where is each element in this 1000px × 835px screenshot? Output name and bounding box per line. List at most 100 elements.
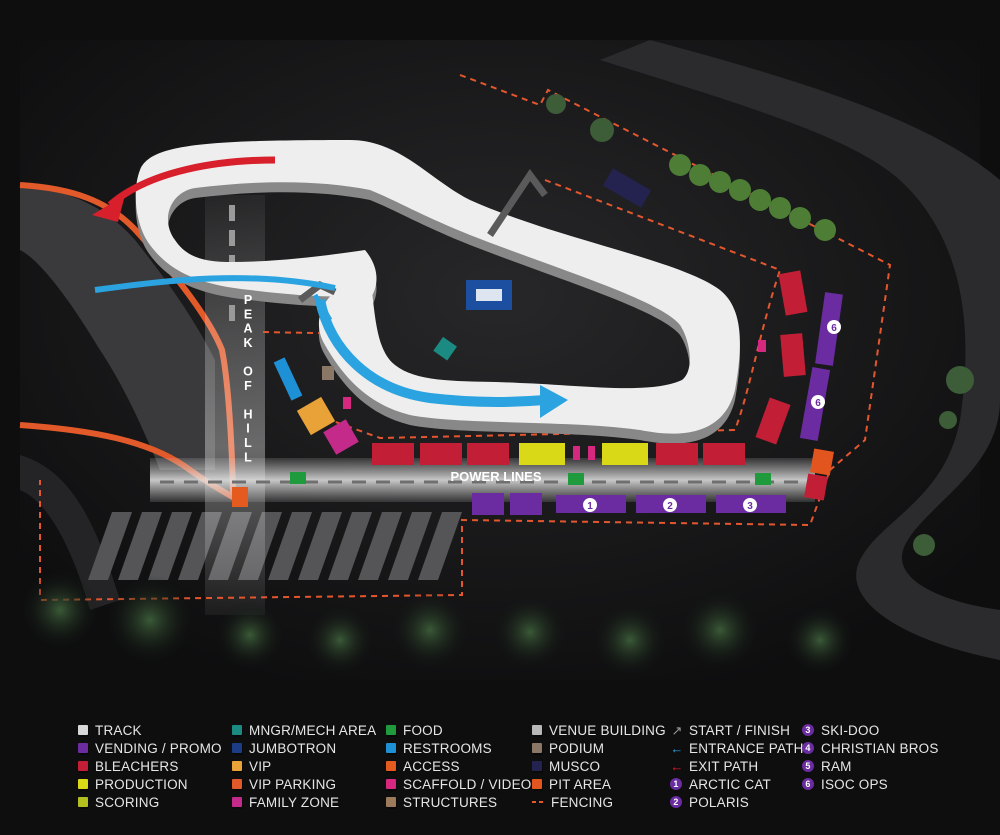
jumbotron-logo [476,289,502,301]
legend-label: VENUE BUILDING [549,722,666,738]
start-finish-icon: ↗ [671,722,683,738]
legend-swatch-icon [78,743,88,753]
isoc-number-upper: 6 [831,323,837,334]
peak-label-letter: L [244,436,252,450]
scaffold-right [758,340,766,352]
musco-tent [602,168,652,208]
legend-label: MNGR/MECH AREA [249,722,377,738]
legend-label: PRODUCTION [95,776,188,792]
legend-label: SCAFFOLD / VIDEO [403,776,532,792]
legend-item: MNGR/MECH AREA [232,721,376,739]
family-zone [323,419,359,455]
peak-label-letter: A [243,322,252,336]
number-badge-icon: 6 [802,778,814,790]
legend-item: JUMBOTRON [232,739,376,757]
legend-column-1: TRACK VENDING / PROMO BLEACHERS PRODUCTION S… [78,721,222,811]
legend-label: POLARIS [689,794,749,810]
number-badge-icon: 2 [670,796,682,808]
legend-item: VENDING / PROMO [78,739,222,757]
legend-item: VIP PARKING [232,775,376,793]
legend-item: FOOD [386,721,531,739]
peak-label-letter: H [243,407,252,421]
legend-item: PIT AREA [532,775,666,793]
legend-item: MUSCO [532,757,666,775]
legend-label: FENCING [551,794,614,810]
legend-swatch-icon [532,725,542,735]
production-row [519,443,648,465]
legend-label: SKI-DOO [821,722,880,738]
bleachers-row [372,443,745,465]
fence-dash-icon [532,797,544,807]
legend-item: ← ENTRANCE PATH [670,739,804,757]
legend-item: PODIUM [532,739,666,757]
legend-label: TRACK [95,722,142,738]
legend-item: TRACK [78,721,222,739]
legend-swatch-icon [232,743,242,753]
legend-label: PODIUM [549,740,605,756]
legend-swatch-icon [386,743,396,753]
arrow-left-icon: ← [670,740,684,756]
legend-label: ISOC OPS [821,776,888,792]
legend-item: BLEACHERS [78,757,222,775]
legend-label: CHRISTIAN BROS [821,740,939,756]
legend-label: ENTRANCE PATH [689,740,804,756]
legend-swatch-icon [78,761,88,771]
number-badge-icon: 5 [802,760,814,772]
legend-swatch-icon [232,779,242,789]
legend-item: SCORING [78,793,222,811]
isoc-number-lower: 6 [815,398,821,409]
legend-label: STRUCTURES [403,794,498,810]
legend-label: BLEACHERS [95,758,179,774]
legend-swatch-icon [78,725,88,735]
booth-numbers: 1 2 3 6 6 [583,320,841,512]
booth-number-2: 2 [667,501,673,512]
legend-label: SCORING [95,794,160,810]
vip-area [296,396,336,436]
legend-swatch-icon [78,779,88,789]
road-west [20,185,215,470]
peak-label-letter: F [244,379,252,393]
legend-label: ARCTIC CAT [689,776,771,792]
legend-item: RESTROOMS [386,739,531,757]
podium [322,366,334,380]
legend-label: FOOD [403,722,443,738]
legend: TRACK VENDING / PROMO BLEACHERS PRODUCTION S… [0,721,1000,835]
exit-path [92,156,276,222]
legend-item: SCAFFOLD / VIDEO [386,775,531,793]
peak-label-letter: E [244,307,252,321]
entrance-path [94,275,568,418]
legend-swatch-icon [532,779,542,789]
legend-item: VIP [232,757,376,775]
pit-area [810,448,834,476]
restrooms [273,357,303,401]
legend-item: ←EXIT PATH [670,757,804,775]
legend-label: EXIT PATH [689,758,759,774]
legend-item: FAMILY ZONE [232,793,376,811]
access-gate-west [232,487,248,507]
mngr-mech-area [433,336,457,361]
legend-label: JUMBOTRON [249,740,337,756]
peak-label-letter: P [244,293,252,307]
legend-label: VENDING / PROMO [95,740,222,756]
legend-swatch-icon [532,761,542,771]
legend-swatch-icon [232,761,242,771]
legend-swatch-icon [386,725,396,735]
legend-swatch-icon [386,779,396,789]
legend-label: START / FINISH [689,722,791,738]
bleacher-pit [804,473,828,501]
power-lines-label: POWER LINES [450,469,541,484]
legend-column-3: FOOD RESTROOMS ACCESS SCAFFOLD / VIDEO STRUC… [386,721,531,811]
legend-label: ACCESS [403,758,460,774]
legend-item: ↗ START / FINISH [670,721,804,739]
peak-label-letter: L [244,450,252,464]
legend-label: VIP [249,758,272,774]
legend-label: RESTROOMS [403,740,492,756]
legend-label: MUSCO [549,758,601,774]
